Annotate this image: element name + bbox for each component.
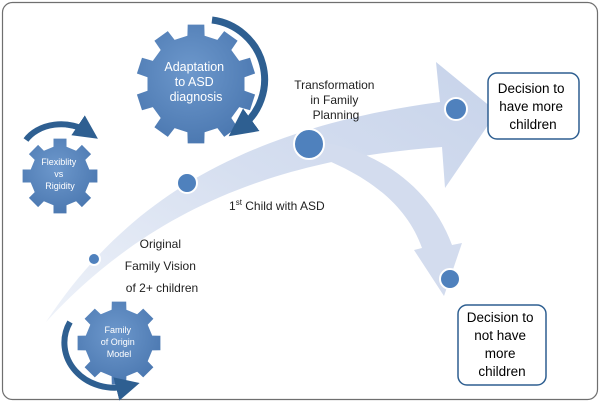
- first-child-label: 1st Child with ASD: [229, 198, 325, 213]
- flexibility-gear: Flexiblity vs Rigidity: [22, 138, 98, 214]
- milestone-dot: [293, 128, 325, 160]
- transformation-label: Transformation in Family Planning: [294, 78, 378, 122]
- gear-icon: [136, 24, 256, 144]
- outcome-more-box: Decision to have more children: [487, 72, 580, 140]
- family-origin-gear: Family of Origin Model: [77, 301, 161, 385]
- adaptation-gear-label: Adaptation to ASD diagnosis: [164, 60, 227, 104]
- milestone-dot: [439, 268, 461, 290]
- gear-icon: [22, 138, 98, 214]
- main-arrow: [46, 62, 497, 322]
- svg-text:Decision to have more: Decision to have more children: [498, 81, 569, 132]
- cycle-arrow-icon: [211, 16, 269, 137]
- flexibility-gear-label: Flexiblity vs Rigidity: [41, 157, 79, 191]
- adaptation-gear: Adaptation to ASD diagnosis: [136, 24, 256, 144]
- cycle-arrow-icon: [23, 115, 98, 142]
- cycle-arrow-icon: [61, 320, 140, 401]
- gear-icon: [77, 301, 161, 385]
- original-vision-label: Original Family Vision of 2+ children: [125, 237, 199, 295]
- outcome-not-more-box: Decision to not have more children: [457, 304, 547, 386]
- branch-arrow: [300, 142, 462, 296]
- milestone-dot: [176, 172, 198, 194]
- milestone-dot: [444, 97, 468, 121]
- milestone-dot: [87, 252, 101, 266]
- svg-text:Decision to not have: Decision to not have more children: [467, 310, 538, 379]
- family-origin-gear-label: Family of Origin Model: [101, 325, 138, 359]
